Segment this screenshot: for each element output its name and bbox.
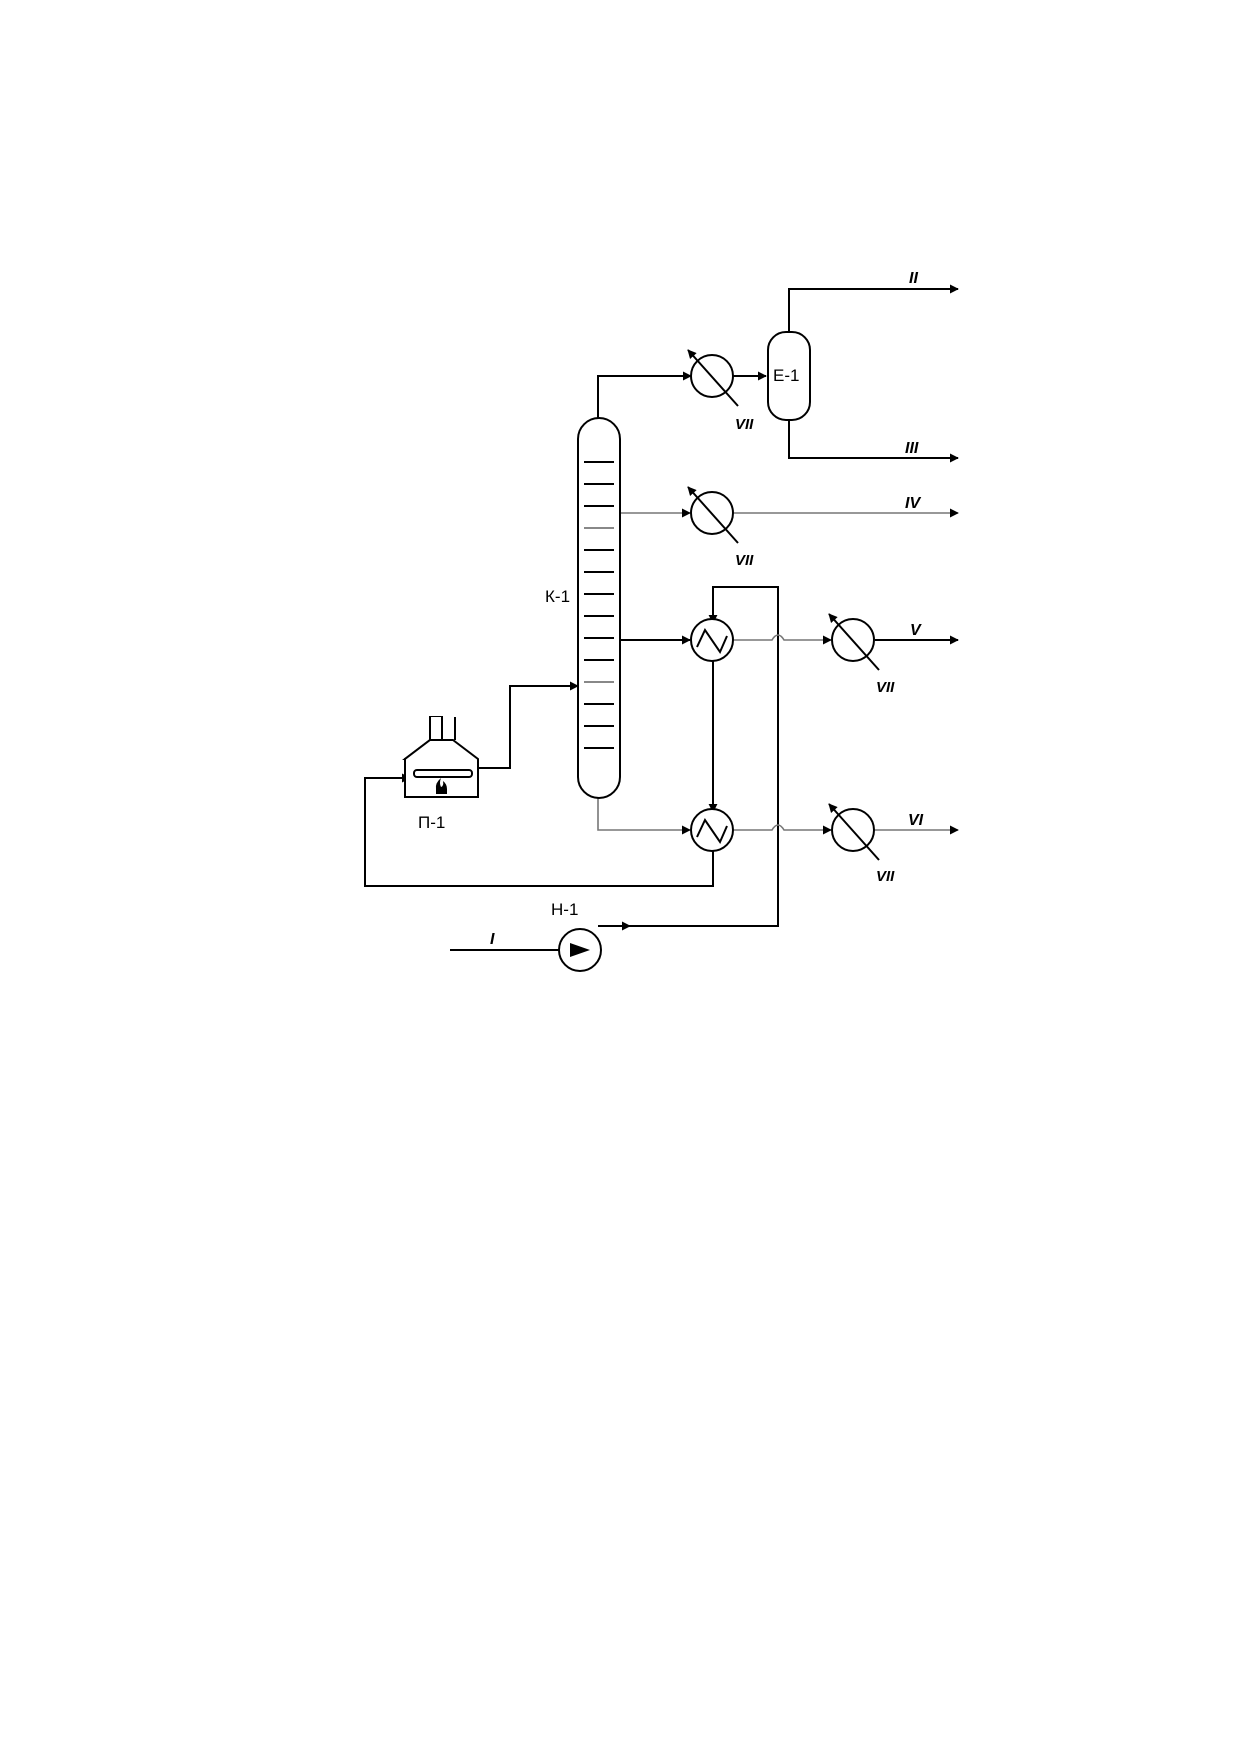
stream-label-i: I	[490, 931, 495, 948]
column-trays	[584, 461, 614, 749]
stream-ii-line	[788, 284, 959, 332]
cooler-stream-v: VII	[828, 613, 895, 696]
bottoms-line	[597, 798, 691, 835]
heat-exchanger-2	[690, 808, 734, 852]
cooler-stream-vi: VII	[828, 803, 895, 885]
coolant-label: VII	[735, 416, 754, 433]
coolant-label: VII	[735, 552, 754, 569]
cooler-side-draw-iv: VII	[687, 486, 754, 569]
furnace-feed-line	[364, 773, 714, 887]
column-shell	[577, 417, 621, 799]
stream-label-vi: VI	[908, 812, 924, 829]
feed-pump: Н-1	[551, 900, 602, 972]
overhead-vapor-line	[597, 371, 692, 418]
stream-iii-line	[788, 420, 959, 463]
coolant-label: VII	[876, 868, 895, 885]
furnace-label: П-1	[418, 813, 445, 832]
flame-icon	[435, 778, 447, 794]
heat-exchanger-1	[690, 618, 734, 662]
furnace-outlet-line	[467, 681, 579, 769]
pump-arrow-icon	[570, 943, 590, 957]
furnace-coil	[413, 769, 473, 778]
reflux-separator: Е-1	[767, 331, 811, 421]
separator-label: Е-1	[773, 366, 799, 385]
stream-label-iii: III	[905, 440, 919, 457]
pump-discharge-line	[598, 586, 779, 927]
cooler-overhead: VII	[687, 349, 754, 433]
piping	[364, 284, 959, 951]
stream-label-v: V	[910, 622, 922, 639]
separator-vessel	[767, 331, 811, 421]
column-label: К-1	[545, 587, 570, 606]
coolant-label: VII	[876, 679, 895, 696]
pump-label: Н-1	[551, 900, 578, 919]
stream-label-ii: II	[909, 270, 918, 287]
stream-label-iv: IV	[905, 495, 921, 512]
tube-furnace: П-1	[402, 716, 479, 832]
stream-labels: I II III IV V VI	[490, 270, 924, 948]
distillation-column: К-1	[545, 417, 621, 799]
